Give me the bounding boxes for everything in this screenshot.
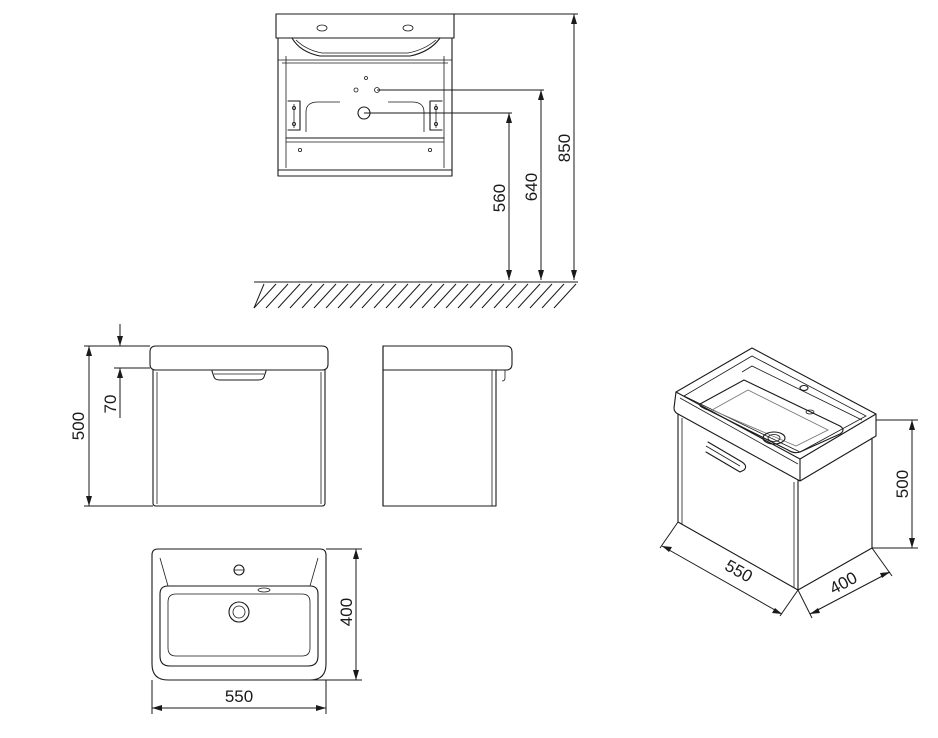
hatch-line [433,283,457,309]
front-height-dimensions: 500 70 [69,324,153,507]
dim-70: 70 [101,395,120,414]
hatch-line [253,283,277,309]
dim-560: 560 [490,184,509,212]
hatch-line [349,283,373,309]
hatch-line [457,283,481,309]
hatch-line [469,283,493,309]
dim-550-top: 550 [225,687,253,706]
hatch-line [361,283,385,309]
hatch-line [385,283,409,309]
hatch-line [445,283,469,309]
hatch-line [553,283,577,309]
dim-500-front: 500 [69,412,88,440]
hatch-line [409,283,433,309]
hatch-line [505,283,529,309]
hatch-line [373,283,397,309]
isometric-dimensions: 500 550 400 [659,419,918,619]
hatch-line [337,283,361,309]
dim-400-iso: 400 [826,568,860,598]
hatch-line [397,283,421,309]
dim-850: 850 [555,134,574,162]
hatch-line [265,283,289,309]
hatch-line [277,283,301,309]
hatch-line [493,283,517,309]
side-view [382,345,513,507]
hatch-line [301,283,325,309]
top-view-dimensions: 400 550 [151,548,362,714]
floor-hatch [253,281,578,309]
hatch-line [529,283,553,309]
hatch-line [325,283,349,309]
hatch-line [289,283,313,309]
height-dimensions: 850 640 560 [364,13,578,280]
hatch-line [541,283,565,309]
rear-view [275,13,455,177]
hatch-line [421,283,445,309]
dim-500-iso: 500 [893,470,912,498]
hatch-line [253,283,265,309]
top-view [151,548,327,681]
front-view [149,345,329,507]
hatch-line [481,283,505,309]
isometric-view [673,347,877,591]
hatch-line [313,283,337,309]
dim-640: 640 [522,173,541,201]
dim-550-iso: 550 [722,556,756,586]
hatch-line [517,283,541,309]
dim-400-top: 400 [337,598,356,626]
